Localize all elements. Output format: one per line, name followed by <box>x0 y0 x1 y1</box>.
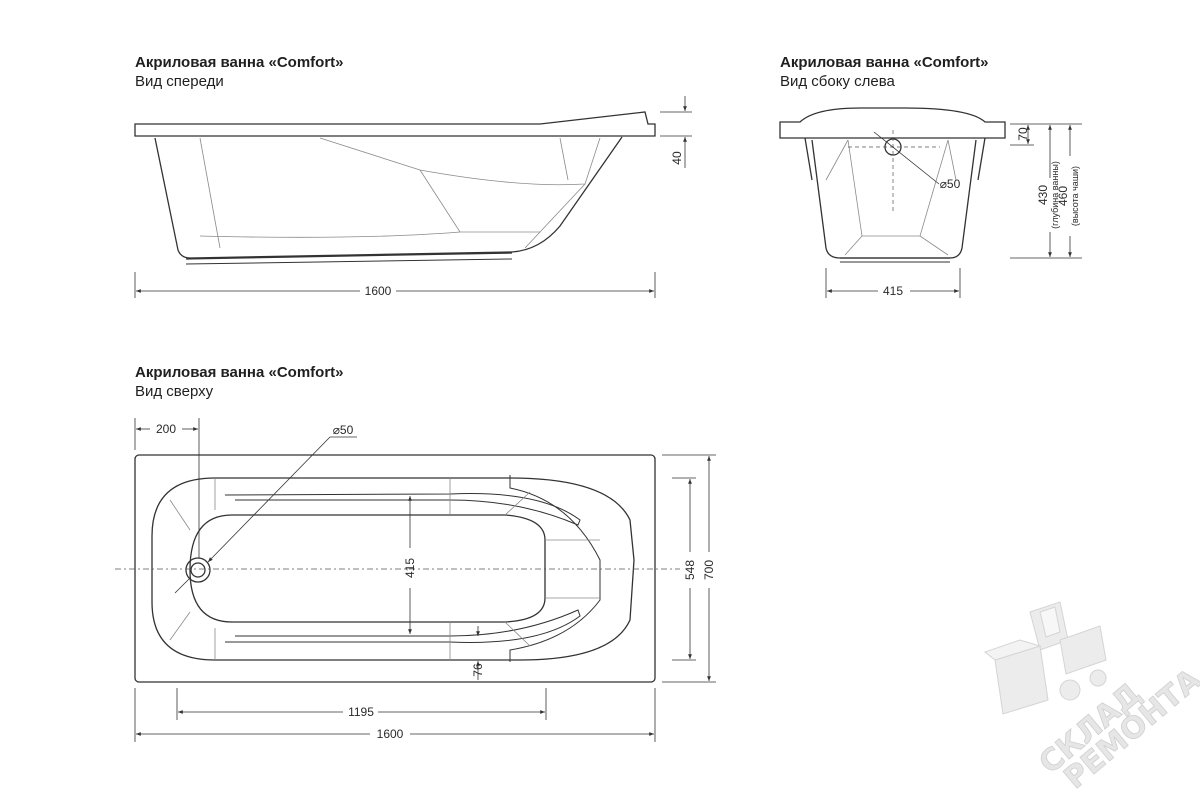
side-view-title: Акриловая ванна «Comfort» <box>780 54 989 71</box>
top-bowl-outline <box>151 477 635 661</box>
front-view-title: Акриловая ванна «Comfort» <box>135 54 344 71</box>
front-view-subtitle: Вид спереди <box>135 73 224 90</box>
side-rim <box>779 107 1006 139</box>
side-view-subtitle: Вид сбоку слева <box>780 73 895 90</box>
top-drain-label: ⌀50 <box>333 423 354 437</box>
top-step-label: 76 <box>471 663 485 677</box>
side-width-label: 415 <box>883 284 903 298</box>
side-height-label: 460 <box>1056 186 1070 206</box>
top-outer-rim <box>134 454 656 683</box>
side-drain-label: ⌀50 <box>940 177 961 191</box>
top-view-title: Акриловая ванна «Comfort» <box>135 364 344 381</box>
front-body <box>154 136 623 259</box>
forklift-icon <box>983 601 1107 715</box>
front-dims <box>134 96 692 298</box>
top-inner-width-label: 415 <box>403 558 417 578</box>
top-bowl-width-label: 548 <box>683 560 697 580</box>
side-rim-lip-left <box>804 137 813 181</box>
front-base-edge <box>185 258 513 265</box>
side-dims <box>825 123 1082 298</box>
side-height-note: (высота чаши) <box>1070 166 1080 226</box>
side-depth-note: (глубина ванны) <box>1050 161 1060 229</box>
top-view-drawing <box>134 454 656 683</box>
front-length-label: 1600 <box>365 284 392 298</box>
top-drain-hole <box>185 557 211 583</box>
side-depth-label: 430 <box>1036 185 1050 205</box>
side-view-drawing <box>779 107 1006 263</box>
front-base <box>185 252 513 260</box>
top-total-width-label: 700 <box>702 560 716 580</box>
top-view-subtitle: Вид сверху <box>135 383 214 400</box>
front-rim <box>134 111 656 137</box>
front-rim-label: 40 <box>670 151 684 165</box>
top-inner-bottom <box>189 514 546 623</box>
top-dims <box>134 418 716 742</box>
top-offset-label: 200 <box>156 422 176 436</box>
top-bowl-length-label: 1195 <box>348 705 374 719</box>
side-rim-lip-right <box>977 137 986 181</box>
front-view-drawing <box>134 111 656 265</box>
watermark-logo: СКЛАД РЕМОНТА <box>983 601 1200 797</box>
top-total-length-label: 1600 <box>377 727 404 741</box>
side-rim-label: 70 <box>1016 127 1030 141</box>
